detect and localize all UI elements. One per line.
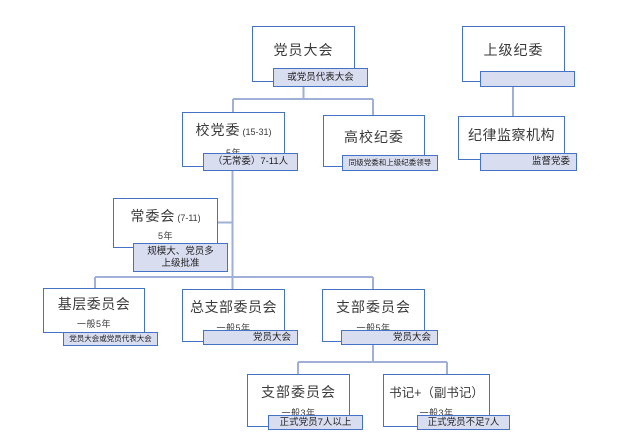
node-party-members-congress: 党员大会	[252, 26, 355, 82]
node-title: 支部委员会	[336, 299, 411, 315]
node-title: 高校纪委	[344, 129, 404, 145]
node-term: 5年	[157, 231, 173, 241]
sub-label-secretary-deputy: 正式党员不足7人	[417, 415, 510, 430]
node-term: 一般3年	[281, 408, 316, 418]
sub-label-standing-committee: 规模大、党员多 上级批准	[133, 243, 228, 272]
sub-label-school-party-committee: （无常委）7-11人	[203, 153, 298, 171]
node-title: 书记+（副书记）	[389, 386, 484, 400]
sub-label-branch-committee: 党员大会	[341, 330, 438, 345]
node-title: 上级纪委	[483, 42, 544, 58]
sub-label-party-members-congress: 或党员代表大会	[273, 68, 368, 87]
node-title-suffix: (7-11)	[177, 213, 201, 223]
sub-label-grassroots-committee: 党员大会或党员代表大会	[63, 332, 158, 346]
node-standing-committee: 常委会(7-11) 5年	[113, 198, 218, 248]
node-term: 一般5年	[216, 323, 251, 333]
node-title: 支部委员会	[261, 384, 336, 400]
node-term: 一般5年	[356, 323, 391, 333]
node-term: 一般5年	[76, 319, 111, 329]
sub-label-university-discipline-committee: 同级党委和上级纪委领导	[342, 155, 438, 171]
node-title: 纪律监察机构	[468, 127, 555, 143]
node-term: 一般3年	[419, 408, 454, 418]
node-title: 校党委(15-31)	[195, 122, 272, 138]
node-title-suffix: (15-31)	[242, 127, 272, 137]
sub-label-line2: 上级批准	[161, 257, 200, 269]
node-grassroots-committee: 基层委员会 一般5年	[43, 288, 145, 333]
node-title: 基层委员会	[57, 296, 131, 312]
sub-label-line1: 规模大、党员多	[147, 245, 214, 257]
node-title: 党员大会	[273, 42, 334, 58]
sub-label-general-branch-committee: 党员大会	[203, 330, 298, 345]
sub-label-higher-discipline-committee	[480, 71, 575, 87]
node-title: 常委会(7-11)	[130, 208, 201, 224]
sub-label-branch-committee-small: 正式党员7人以上	[268, 415, 363, 430]
node-discipline-supervision-body: 纪律监察机构	[458, 116, 565, 160]
node-title: 总支部委员会	[190, 299, 277, 315]
sub-label-discipline-supervision-body: 监督党委	[480, 153, 577, 171]
